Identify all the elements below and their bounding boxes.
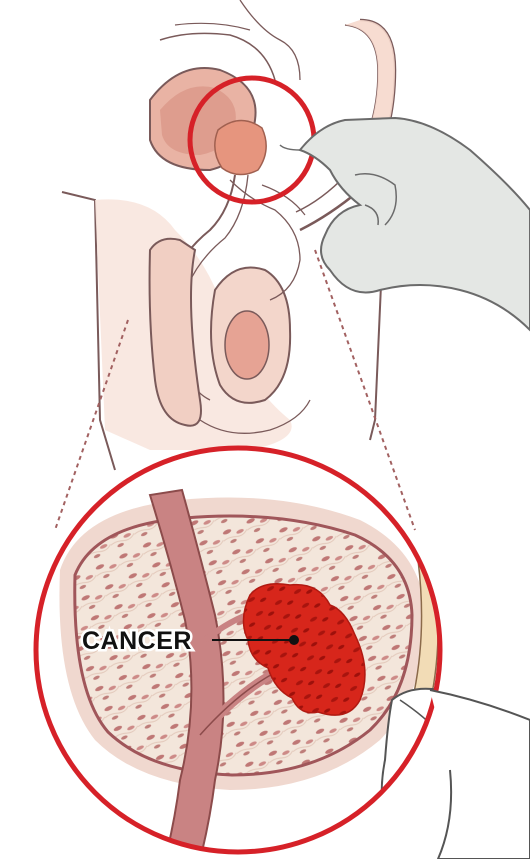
callout-dot: [289, 635, 299, 645]
finger-outside: [430, 690, 530, 859]
testis: [225, 311, 269, 379]
prostate-upper: [215, 120, 266, 174]
cancer-label: CANCER: [82, 627, 192, 655]
gloved-hand-icon: [280, 118, 530, 330]
